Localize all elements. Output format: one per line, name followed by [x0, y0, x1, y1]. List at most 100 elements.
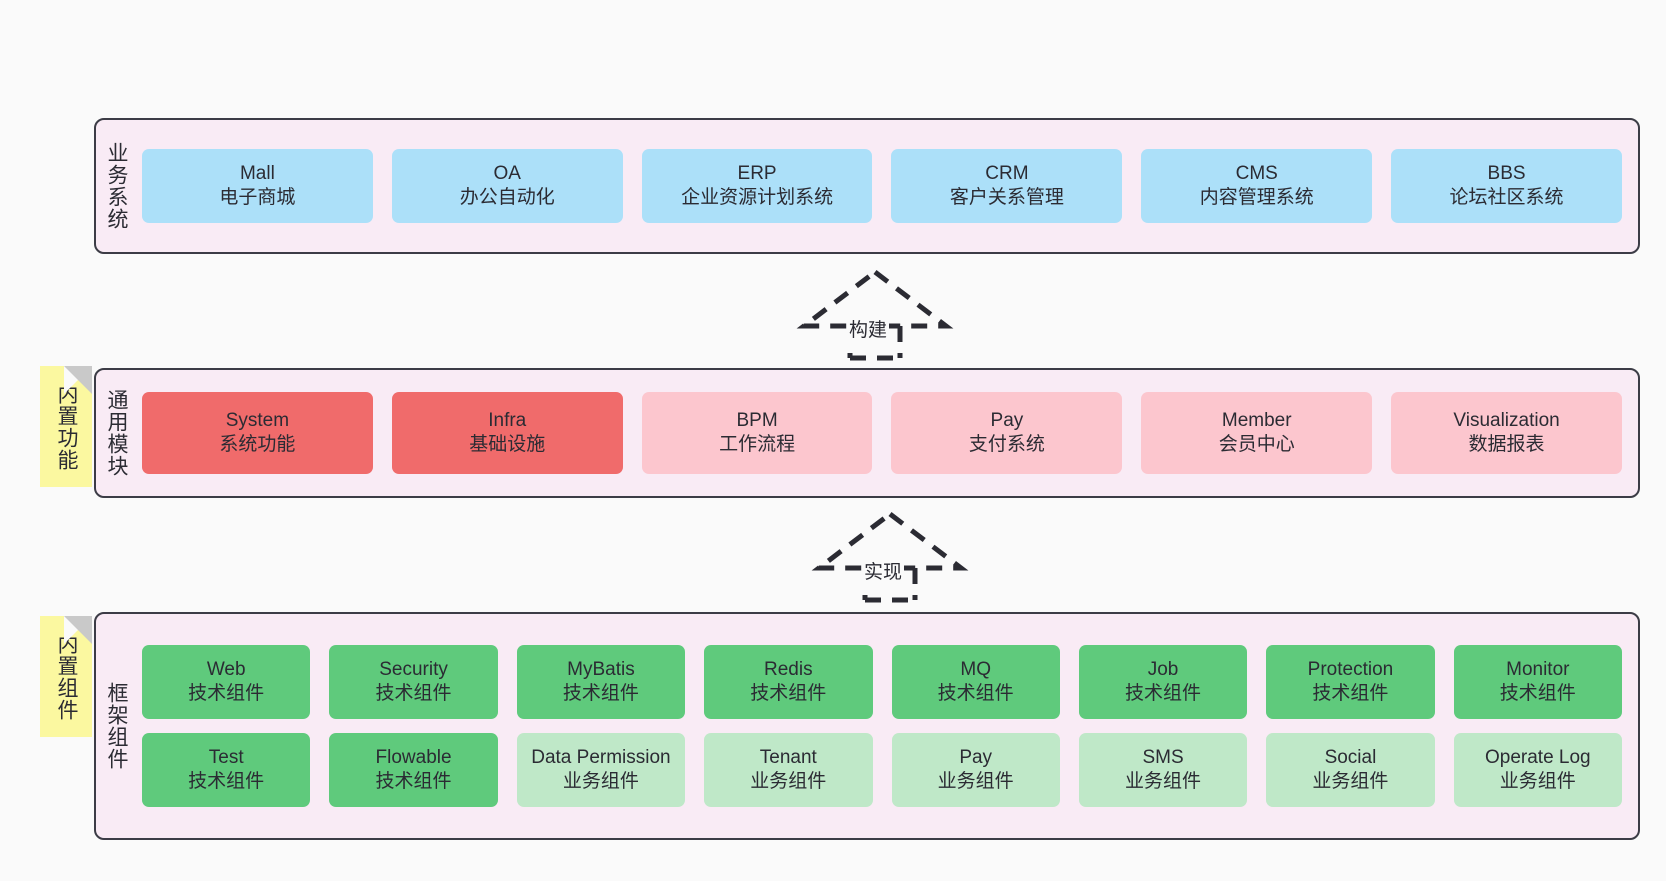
card-title-en: Job [1147, 658, 1179, 680]
card-mybatis[interactable]: MyBatis 技术组件 [516, 645, 686, 719]
card-title-cn: 内容管理系统 [1199, 187, 1314, 208]
card-system[interactable]: System 系统功能 [142, 392, 373, 474]
note-builtin-components: 内置组件 [40, 616, 92, 737]
card-title-en: Redis [764, 658, 813, 680]
card-title-en: Web [206, 658, 246, 680]
card-title-cn: 技术组件 [1312, 683, 1389, 704]
card-title-cn: 技术组件 [375, 771, 452, 792]
note-label: 内置组件 [55, 632, 79, 721]
connector-build-arrow [796, 268, 954, 361]
layer-title-common-modules: 通用模块 [105, 389, 129, 477]
note-builtin-features: 内置功能 [40, 366, 92, 487]
card-title-cn: 技术组件 [937, 683, 1014, 704]
card-job[interactable]: Job 技术组件 [1078, 645, 1248, 719]
card-title-en: MyBatis [567, 658, 635, 680]
card-title-cn: 技术组件 [750, 683, 827, 704]
card-title-cn: 业务组件 [1499, 771, 1576, 792]
layer-body-common-modules: System 系统功能 Infra 基础设施 BPM 工作流程 Pay 支付系统… [136, 370, 1638, 496]
connector-implement: 实现 [811, 510, 969, 603]
connector-implement-label: 实现 [862, 557, 905, 584]
card-title-cn: 支付系统 [968, 434, 1045, 455]
card-row: Test 技术组件 Flowable 技术组件 Data Permission … [142, 733, 1622, 807]
card-redis[interactable]: Redis 技术组件 [704, 645, 873, 719]
card-title-cn: 业务组件 [1312, 771, 1389, 792]
card-title-en: Infra [488, 409, 527, 431]
card-title-en: BPM [736, 409, 778, 431]
card-title-en: Visualization [1453, 409, 1560, 431]
card-title-cn: 技术组件 [188, 771, 265, 792]
card-title-en: MQ [960, 658, 991, 680]
card-mq[interactable]: MQ 技术组件 [891, 645, 1060, 719]
card-title-en: Social [1324, 746, 1377, 768]
card-title-cn: 业务组件 [1125, 771, 1202, 792]
card-visualization[interactable]: Visualization 数据报表 [1391, 392, 1622, 474]
card-test[interactable]: Test 技术组件 [142, 733, 311, 807]
card-tenant[interactable]: Tenant 业务组件 [704, 733, 873, 807]
card-infra[interactable]: Infra 基础设施 [391, 392, 623, 474]
card-oa[interactable]: OA 办公自动化 [391, 149, 623, 223]
card-title-cn: 技术组件 [1125, 683, 1202, 704]
card-title-en: OA [493, 162, 521, 184]
card-title-cn: 工作流程 [719, 434, 796, 455]
card-title-cn: 技术组件 [188, 683, 265, 704]
card-title-cn: 技术组件 [1499, 683, 1576, 704]
card-title-cn: 系统功能 [219, 434, 296, 455]
card-title-en: BBS [1487, 162, 1526, 184]
card-title-en: SMS [1142, 746, 1184, 768]
card-title-en: Data Permission [531, 746, 671, 768]
card-title-en: Mall [239, 162, 275, 184]
card-mall[interactable]: Mall 电子商城 [142, 149, 373, 223]
note-label: 内置功能 [55, 382, 79, 471]
card-title-cn: 技术组件 [562, 683, 639, 704]
card-title-cn: 企业资源计划系统 [681, 187, 834, 208]
card-title-cn: 业务组件 [750, 771, 827, 792]
card-cms[interactable]: CMS 内容管理系统 [1141, 149, 1373, 223]
card-title-cn: 电子商城 [219, 187, 296, 208]
card-data-permission[interactable]: Data Permission 业务组件 [516, 733, 686, 807]
layer-common-modules: 通用模块 System 系统功能 Infra 基础设施 BPM 工作流程 Pay… [94, 368, 1640, 498]
card-row: Mall 电子商城 OA 办公自动化 ERP 企业资源计划系统 CRM 客户关系… [142, 149, 1622, 223]
card-flowable[interactable]: Flowable 技术组件 [329, 733, 498, 807]
card-security[interactable]: Security 技术组件 [329, 645, 498, 719]
card-crm[interactable]: CRM 客户关系管理 [891, 149, 1123, 223]
card-operate-log[interactable]: Operate Log 业务组件 [1453, 733, 1622, 807]
card-pay-component[interactable]: Pay 业务组件 [891, 733, 1060, 807]
card-title-cn: 论坛社区系统 [1449, 187, 1564, 208]
note-fold-corner-icon [64, 616, 92, 644]
connector-build-label: 构建 [847, 315, 890, 342]
card-title-cn: 数据报表 [1468, 434, 1545, 455]
card-title-en: Tenant [759, 746, 817, 768]
card-title-cn: 办公自动化 [459, 187, 555, 208]
card-sms[interactable]: SMS 业务组件 [1078, 733, 1248, 807]
card-web[interactable]: Web 技术组件 [142, 645, 311, 719]
card-erp[interactable]: ERP 企业资源计划系统 [641, 149, 873, 223]
card-title-en: Pay [990, 409, 1024, 431]
card-social[interactable]: Social 业务组件 [1266, 733, 1435, 807]
card-title-en: ERP [737, 162, 777, 184]
card-row: System 系统功能 Infra 基础设施 BPM 工作流程 Pay 支付系统… [142, 392, 1622, 474]
card-title-cn: 技术组件 [375, 683, 452, 704]
connector-build: 构建 [796, 268, 954, 361]
card-title-cn: 会员中心 [1218, 434, 1295, 455]
layer-body-business-systems: Mall 电子商城 OA 办公自动化 ERP 企业资源计划系统 CRM 客户关系… [136, 120, 1638, 252]
card-bbs[interactable]: BBS 论坛社区系统 [1391, 149, 1622, 223]
layer-body-framework-components: Web 技术组件 Security 技术组件 MyBatis 技术组件 Redi… [136, 614, 1638, 838]
connector-implement-arrow [811, 510, 969, 603]
card-protection[interactable]: Protection 技术组件 [1266, 645, 1435, 719]
card-title-cn: 基础设施 [469, 434, 546, 455]
card-title-en: Member [1221, 409, 1292, 431]
card-member[interactable]: Member 会员中心 [1141, 392, 1373, 474]
card-title-en: Operate Log [1484, 746, 1591, 768]
card-title-en: System [225, 409, 290, 431]
card-row: Web 技术组件 Security 技术组件 MyBatis 技术组件 Redi… [142, 645, 1622, 719]
card-title-cn: 客户关系管理 [949, 187, 1064, 208]
card-title-en: CMS [1235, 162, 1278, 184]
card-title-en: Monitor [1506, 658, 1570, 680]
card-title-cn: 业务组件 [937, 771, 1014, 792]
card-pay-module[interactable]: Pay 支付系统 [891, 392, 1123, 474]
card-title-en: CRM [985, 162, 1029, 184]
layer-business-systems: 业务系统 Mall 电子商城 OA 办公自动化 ERP 企业资源计划系统 CRM… [94, 118, 1640, 254]
card-bpm[interactable]: BPM 工作流程 [641, 392, 873, 474]
card-monitor[interactable]: Monitor 技术组件 [1453, 645, 1622, 719]
